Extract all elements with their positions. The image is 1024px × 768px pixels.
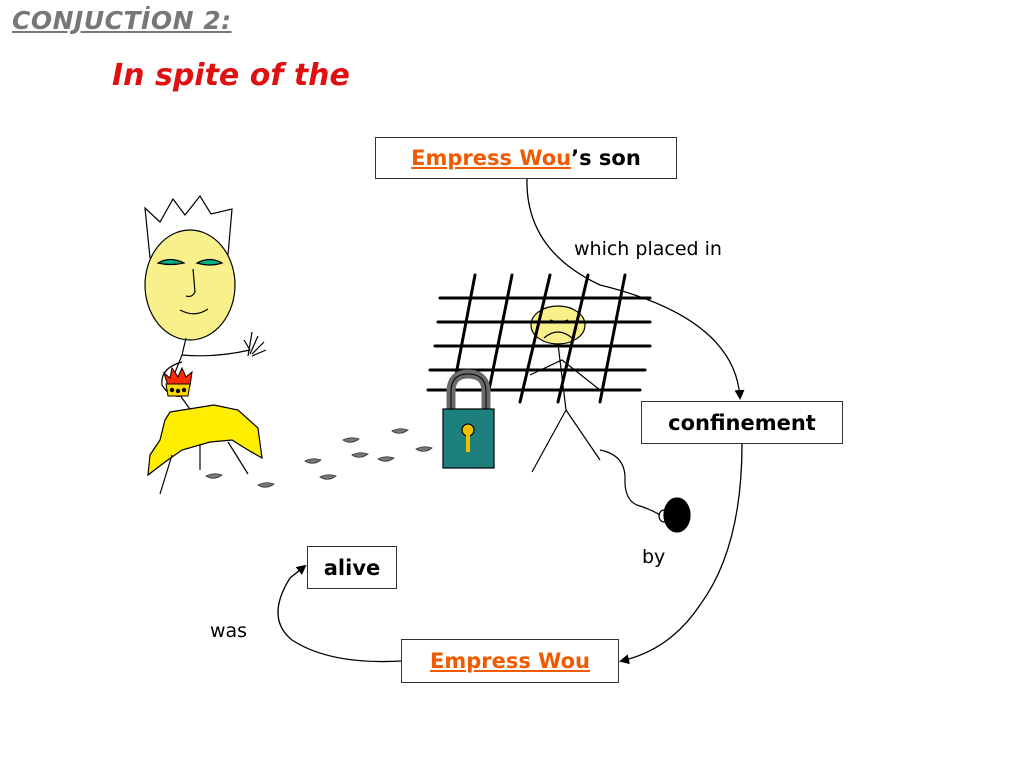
edge-label-was: was (210, 620, 248, 642)
edge-confinement-to-empress (619, 443, 743, 665)
queen-right-eye (195, 258, 224, 266)
padlock-icon (442, 369, 495, 469)
slide-subtitle: In spite of the (112, 58, 350, 93)
edge-label-which-placed-in: which placed in (574, 238, 722, 260)
edge-empress-to-alive (277, 564, 403, 663)
crown-outline (144, 194, 233, 259)
ball-and-chain-icon (599, 449, 691, 533)
iron-ball (663, 497, 691, 533)
chain (599, 449, 661, 516)
edge-son-to-confinement (526, 177, 745, 400)
prisoner-figure-icon (529, 305, 601, 473)
queen-left-leg (159, 454, 173, 495)
node-empress-son: Empress Wou’s son (375, 137, 677, 179)
queen-left-eye (156, 258, 186, 266)
queen-head (144, 229, 236, 341)
slide-title: CONJUCTİON 2: (12, 6, 232, 35)
queen-right-leg (227, 441, 249, 475)
queen-mouth (179, 308, 209, 315)
queen-hand (243, 331, 267, 357)
node-alive: alive (307, 546, 397, 589)
node-empress: Empress Wou (401, 639, 619, 683)
footprints-icon (205, 428, 433, 488)
edge-label-by: by (642, 546, 666, 568)
node-confinement-label: confinement (668, 410, 816, 435)
queen-skirt (147, 404, 263, 477)
node-alive-label: alive (323, 555, 381, 580)
prisoner-frown (543, 331, 573, 339)
node-empress-son-name: Empress Wou (411, 146, 572, 170)
queen-arm (181, 349, 251, 357)
node-empress-son-suffix: ’s son (571, 146, 641, 170)
queen-nose (185, 268, 196, 298)
crown-icon (163, 366, 193, 397)
node-confinement: confinement (641, 401, 843, 444)
node-empress-label: Empress Wou (430, 649, 590, 673)
queen-figure-icon (144, 194, 267, 495)
